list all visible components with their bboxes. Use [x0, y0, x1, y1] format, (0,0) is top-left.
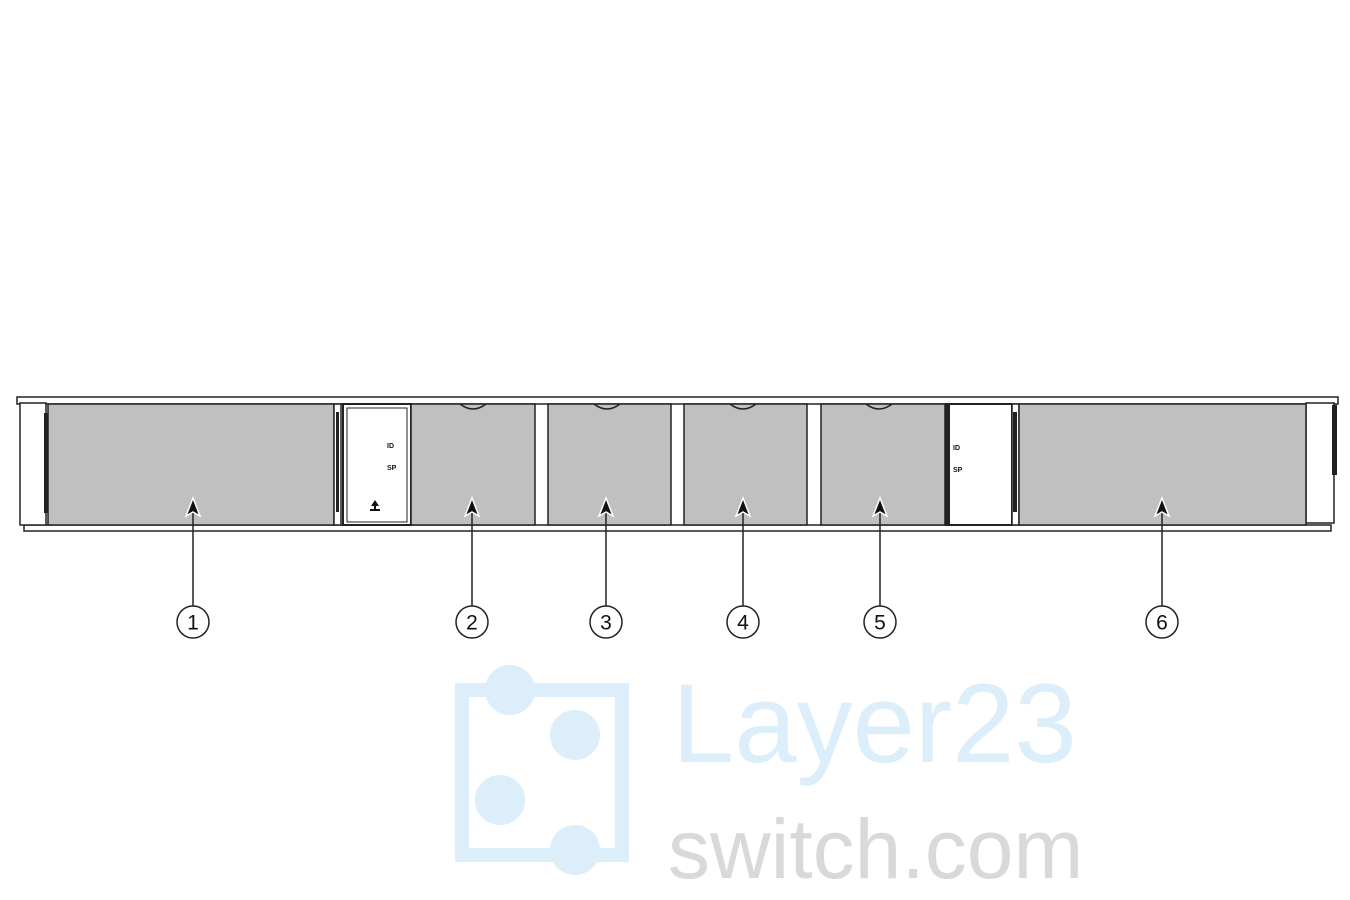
callout-1: 1	[176, 495, 210, 639]
watermark-line1: Layer23	[672, 661, 1077, 786]
slot-3	[547, 403, 672, 526]
callout-circle	[863, 605, 897, 639]
callout-number: 3	[600, 612, 612, 635]
left-rack-ear	[19, 402, 49, 526]
callout-circle	[726, 605, 760, 639]
callout-circle	[455, 605, 489, 639]
arrow-up-icon	[184, 495, 202, 518]
right-module-label-sp: SP	[953, 467, 963, 474]
left-module-label-sp: SP	[387, 465, 397, 472]
right-management-module: ID SP	[945, 403, 1013, 526]
callout-2: 2	[455, 495, 489, 639]
left-management-module: ID SP	[342, 403, 412, 526]
usb-icon	[370, 500, 380, 511]
watermark-line2: switch.com	[668, 802, 1083, 896]
callout-circle	[589, 605, 623, 639]
arrow-up-icon	[597, 495, 615, 518]
arrow-up-icon	[734, 495, 752, 518]
callout-number: 1	[187, 612, 199, 635]
callout-3: 3	[589, 495, 623, 639]
callouts: 1 2 3 4 5 6	[176, 495, 1179, 639]
watermark-logo-icon	[455, 665, 629, 875]
callout-number: 4	[737, 612, 749, 635]
callout-circle	[176, 605, 210, 639]
callout-5: 5	[863, 495, 897, 639]
arrow-up-icon	[1153, 495, 1171, 518]
slot-4	[683, 403, 808, 526]
arrow-up-icon	[871, 495, 889, 518]
callout-number: 6	[1156, 612, 1168, 635]
chassis: ID SP ID SP	[16, 396, 1339, 532]
left-module-label-id: ID	[387, 443, 394, 450]
arrow-up-icon	[463, 495, 481, 518]
callout-number: 5	[874, 612, 886, 635]
right-module-label-id: ID	[953, 445, 960, 452]
callout-6: 6	[1145, 495, 1179, 639]
watermark: Layer23 switch.com	[455, 661, 1083, 896]
callout-number: 2	[466, 612, 478, 635]
right-rack-ear	[1305, 402, 1337, 524]
callout-4: 4	[726, 495, 760, 639]
callout-circle	[1145, 605, 1179, 639]
